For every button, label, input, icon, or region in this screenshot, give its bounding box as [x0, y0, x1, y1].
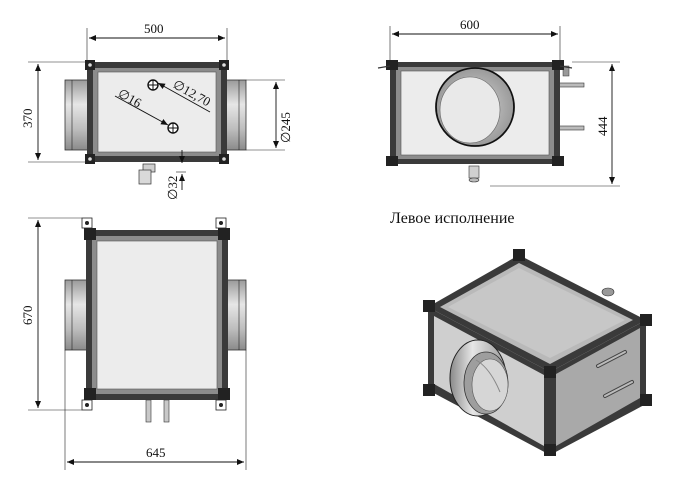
top-view [28, 28, 285, 190]
dim-top-height: 370 [20, 109, 35, 129]
dim-pipe-diameter: ∅245 [278, 112, 293, 143]
dim-drain: ∅32 [165, 176, 180, 200]
isometric-view [423, 249, 652, 456]
dim-front-width: 645 [146, 445, 166, 460]
front-view [28, 217, 247, 470]
dim-side-width: 600 [460, 17, 480, 32]
dim-side-height: 444 [595, 116, 610, 136]
dim-top-width: 500 [144, 21, 164, 36]
side-view [377, 26, 620, 187]
variant-caption: Левое исполнение [390, 210, 514, 227]
dim-front-height: 670 [20, 306, 35, 326]
